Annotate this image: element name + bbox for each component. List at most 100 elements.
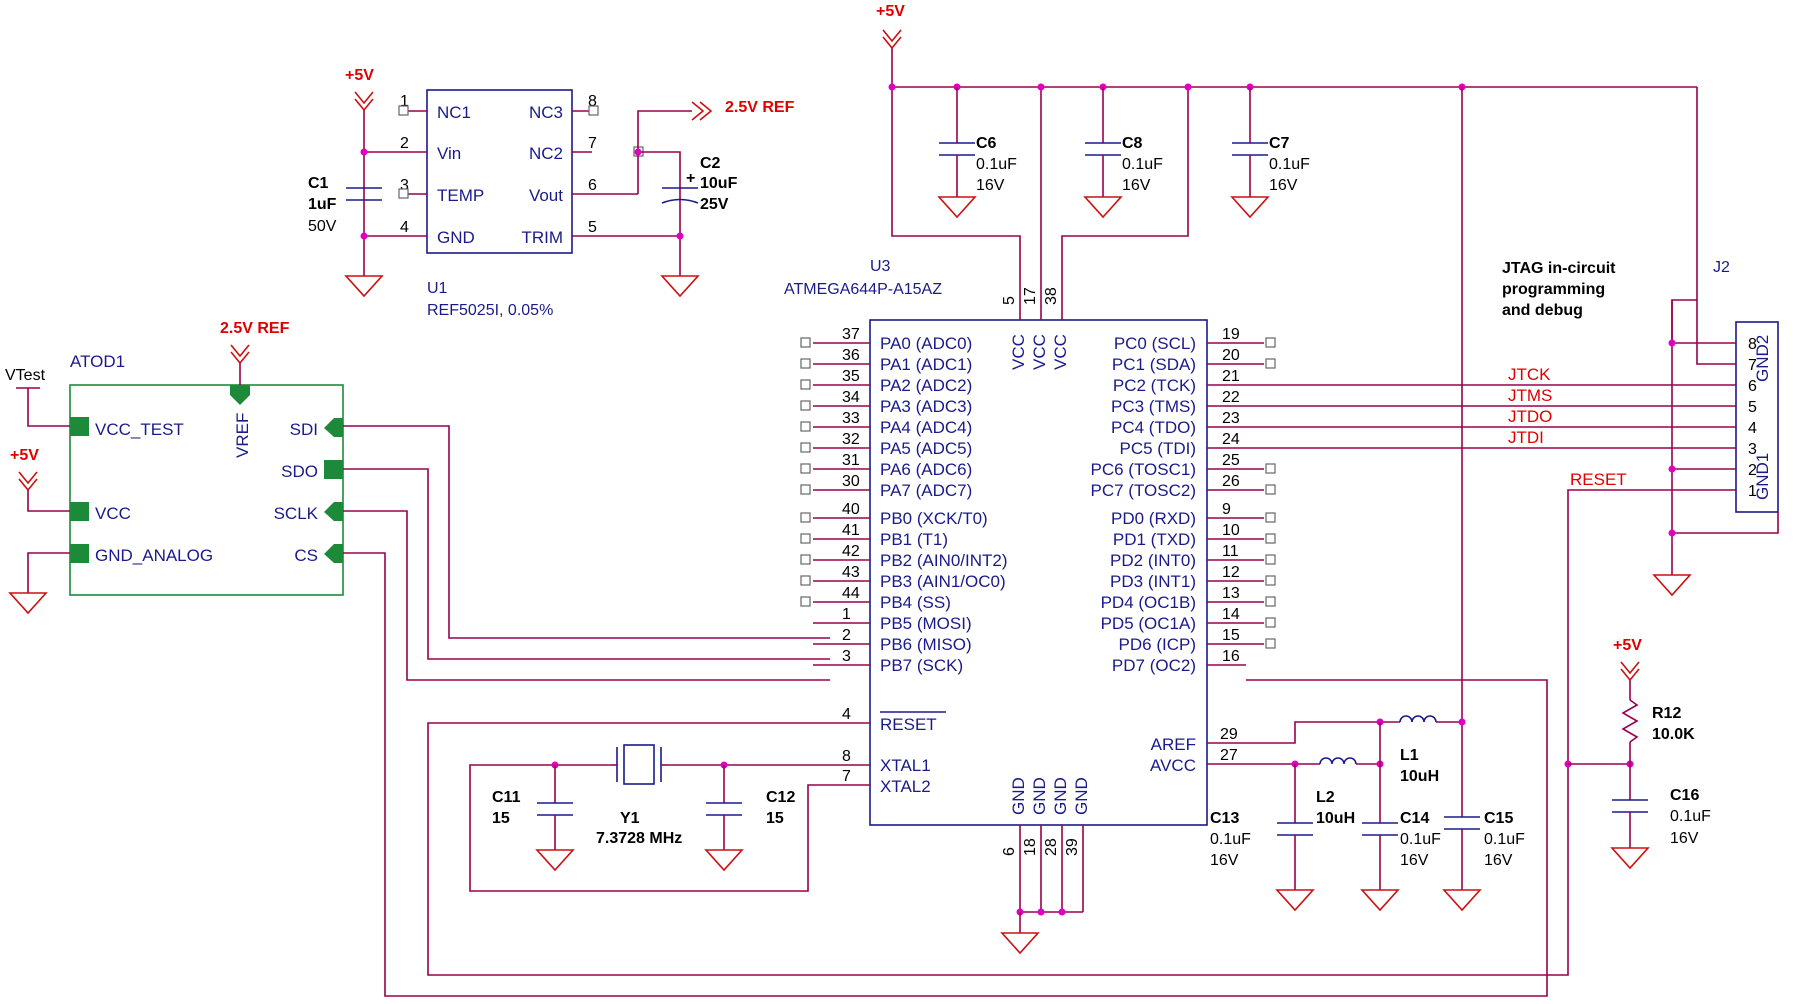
- no-connect-marker: [1265, 638, 1276, 649]
- jtms-net-label: JTMS: [1508, 386, 1552, 405]
- l1-ref: L1: [1400, 747, 1419, 764]
- u3-pin-num: 12: [1222, 564, 1240, 581]
- u3-gnd-name: GND: [1030, 777, 1049, 815]
- u3-pin-num: 3: [842, 648, 851, 665]
- ground-symbol: [1083, 196, 1123, 219]
- u3-pin-num: 20: [1222, 347, 1240, 364]
- no-connect-marker: [800, 358, 811, 369]
- u3-pin-num: 13: [1222, 585, 1240, 602]
- ground-symbol: [1652, 574, 1692, 597]
- u3-pin-name: PA5 (ADC5): [880, 439, 972, 458]
- u3-vcc-name: VCC: [1030, 334, 1049, 370]
- u3-pin-name: PA1 (ADC1): [880, 355, 972, 374]
- u3-pin-num: 2: [842, 627, 851, 644]
- atod-ref: ATOD1: [70, 352, 125, 371]
- u3-gnd-num: 18: [1022, 838, 1039, 856]
- u3-pin-name: PC1 (SDA): [1112, 355, 1196, 374]
- u1-pin-num: 1: [400, 93, 409, 110]
- atod-pin-name: VCC_TEST: [95, 420, 184, 439]
- atod-pin-name: SDO: [281, 462, 318, 481]
- c11-ref: C11: [492, 789, 521, 806]
- c2-ref: C2: [700, 155, 721, 172]
- ground-symbol: [1000, 932, 1040, 955]
- u1-pin-num: 4: [400, 219, 409, 236]
- no-connect-marker: [1265, 337, 1276, 348]
- u3-pin-name: PB3 (AIN1/OC0): [880, 572, 1006, 591]
- jtdi-net-label: JTDI: [1508, 428, 1544, 447]
- u1-pin-num: 6: [588, 177, 597, 194]
- no-connect-marker: [1265, 575, 1276, 586]
- u1-pin-name: GND: [437, 228, 475, 247]
- u3-pin-name: PB7 (SCK): [880, 656, 963, 675]
- u3-pin-name: PB0 (XCK/T0): [880, 509, 988, 528]
- u3-pin-name: PD7 (OC2): [1112, 656, 1196, 675]
- ground-symbol: [1610, 847, 1650, 870]
- u3-pin-name: PC4 (TDO): [1111, 418, 1196, 437]
- u3-pin-num: 34: [842, 389, 860, 406]
- u3-pin-num: 31: [842, 452, 860, 469]
- no-connect-marker: [800, 400, 811, 411]
- c8-ref: C8: [1122, 135, 1143, 152]
- c6-ref: C6: [976, 135, 997, 152]
- u3-pin-num: 43: [842, 564, 860, 581]
- c13-rating: 16V: [1210, 852, 1239, 869]
- no-connect-marker: [800, 554, 811, 565]
- l2-value: 10uH: [1316, 810, 1355, 827]
- j2-pin-num: 7: [1748, 357, 1757, 374]
- j2-gnd2-label: GND2: [1753, 335, 1772, 382]
- u1-ref: U1: [427, 280, 448, 297]
- y1-value: 7.3728 MHz: [596, 830, 682, 847]
- no-connect-marker: [800, 421, 811, 432]
- u3-pin-num: 32: [842, 431, 860, 448]
- u3-pin-num: 1: [842, 606, 851, 623]
- u3-pin-num: 35: [842, 368, 860, 385]
- ground-symbol: [535, 849, 575, 872]
- j2-pin-num: 4: [1748, 420, 1757, 437]
- ground-symbol: [1230, 196, 1270, 219]
- c16-ref: C16: [1670, 787, 1699, 804]
- u3-gnd-name: GND: [1051, 777, 1070, 815]
- u3-pin-num: 21: [1222, 368, 1240, 385]
- u3-pin-name: PC0 (SCL): [1114, 334, 1196, 353]
- u3-pin-num: 15: [1222, 627, 1240, 644]
- no-connect-marker: [800, 533, 811, 544]
- u3-pin-num: 16: [1222, 648, 1240, 665]
- c2-plus: +: [686, 170, 695, 187]
- r12-value: 10.0K: [1652, 726, 1695, 743]
- vtest-label: VTest: [5, 367, 46, 384]
- c14-ref: C14: [1400, 810, 1429, 827]
- no-connect-marker: [800, 463, 811, 474]
- atod-pin-name: VCC: [95, 504, 131, 523]
- u3-pin-name: PA0 (ADC0): [880, 334, 972, 353]
- no-connect-marker: [588, 105, 599, 116]
- u1-pin-name: Vin: [437, 144, 461, 163]
- u3-pin-name: PD0 (RXD): [1111, 509, 1196, 528]
- u3-pin-name: PA2 (ADC2): [880, 376, 972, 395]
- ground-symbol: [1275, 889, 1315, 912]
- j2-pin-num: 2: [1748, 462, 1757, 479]
- u1-pin-name: TRIM: [521, 228, 563, 247]
- ref25-label: 2.5V REF: [725, 99, 795, 116]
- u1-pin-num: 8: [588, 93, 597, 110]
- u3-pin-num: 9: [1222, 501, 1231, 518]
- u3-pin-num: 30: [842, 473, 860, 490]
- atod-5v-label: +5V: [10, 447, 39, 464]
- c1-rating: 50V: [308, 218, 337, 235]
- jtck-net-label: JTCK: [1508, 365, 1551, 384]
- c2-rating: 25V: [700, 196, 729, 213]
- j2-pin-num: 8: [1748, 336, 1757, 353]
- c8-value: 0.1uF: [1122, 156, 1163, 173]
- no-connect-marker: [1265, 512, 1276, 523]
- no-connect-marker: [800, 442, 811, 453]
- u3-pin-num: 44: [842, 585, 860, 602]
- c15-value: 0.1uF: [1484, 831, 1525, 848]
- u3-aref-name: AREF: [1151, 735, 1196, 754]
- atod-vref-label: VREF: [233, 413, 252, 458]
- no-connect-marker: [800, 379, 811, 390]
- u1-pin-name: TEMP: [437, 186, 484, 205]
- no-connect-marker: [1265, 463, 1276, 474]
- u3-gnd-num: 28: [1043, 838, 1060, 856]
